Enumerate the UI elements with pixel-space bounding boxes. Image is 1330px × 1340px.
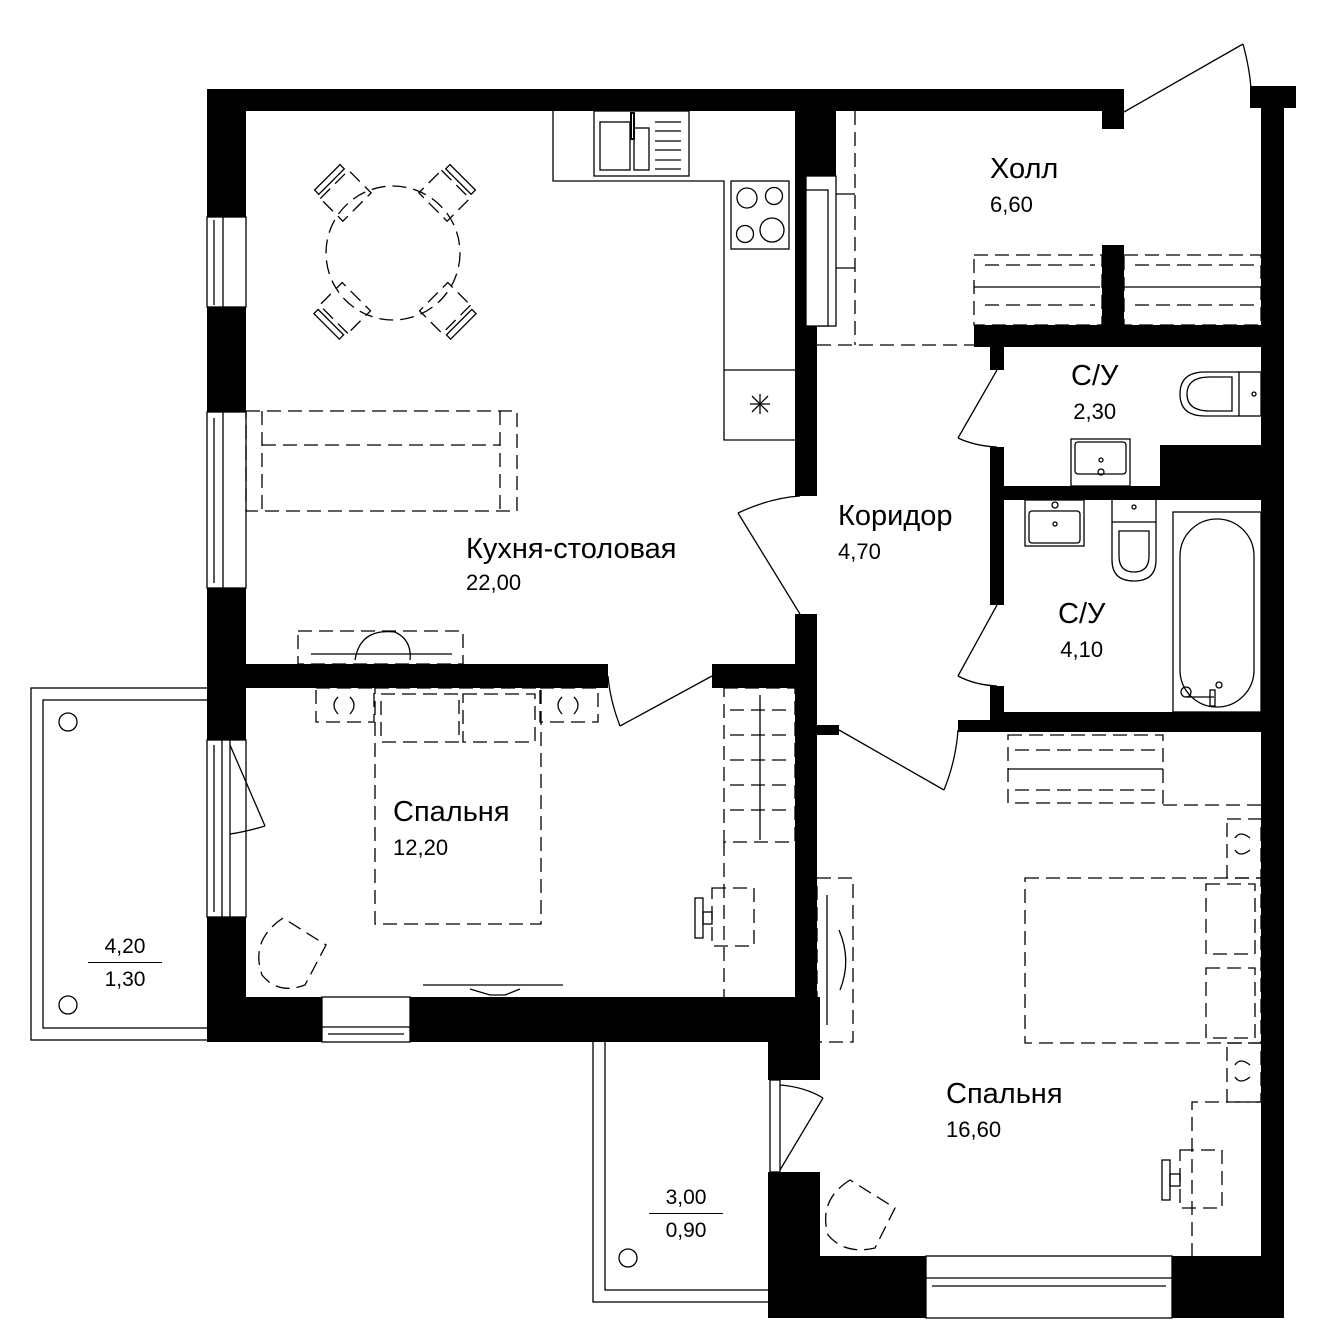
armchair-icon [824, 1179, 896, 1251]
room-corridor[interactable]: Коридор 4,70 [838, 502, 953, 563]
balcony-bottom[interactable] [592, 1039, 776, 1303]
column-icon [58, 995, 78, 1015]
column-icon [618, 1248, 638, 1268]
sofa-icon [245, 410, 518, 512]
chair-icon [313, 163, 373, 223]
window-icon [206, 216, 247, 308]
stove-icon [730, 180, 790, 250]
wardrobe-icon [1123, 254, 1262, 326]
room-name: Кухня-столовая [466, 533, 677, 565]
desk-icon [694, 842, 755, 997]
room-wc-small[interactable]: С/У 2,30 [1071, 362, 1118, 423]
toilet-icon [1179, 371, 1262, 417]
wardrobe-icon [723, 687, 796, 843]
balcony-area-total: 4,20 [88, 935, 162, 963]
room-name: С/У [1058, 598, 1106, 630]
room-name: Холл [990, 153, 1059, 185]
balcony-area-reduced: 1,30 [104, 968, 146, 991]
nightstand-icon [315, 687, 375, 723]
bed-icon [374, 687, 542, 925]
door-icon[interactable] [607, 675, 713, 727]
entrance-door-icon[interactable] [1123, 43, 1252, 113]
room-kitchen[interactable]: Кухня-столовая 22,00 [466, 535, 677, 594]
door-icon[interactable] [838, 729, 959, 791]
bathtub-icon [1172, 511, 1262, 713]
room-area: 4,70 [838, 539, 881, 564]
room-area: 16,60 [946, 1117, 1002, 1142]
window-icon [805, 175, 837, 327]
balcony-left-label: 4,20 1,30 [88, 935, 162, 992]
desk-icon [1161, 1101, 1261, 1256]
window-icon [206, 411, 247, 589]
door-icon[interactable] [957, 604, 998, 687]
window-icon [321, 996, 411, 1043]
bed-icon [1024, 877, 1262, 1044]
balcony-area-total: 3,00 [649, 1186, 723, 1214]
room-area: 12,20 [393, 835, 449, 860]
room-name: Спальня [393, 796, 510, 828]
tv-icon [423, 984, 563, 996]
armchair-icon [258, 917, 327, 989]
nightstand-icon [1226, 1042, 1262, 1103]
wardrobe-icon [1007, 734, 1261, 806]
balcony-bottom-label: 3,00 0,90 [649, 1186, 723, 1243]
room-area: 22,00 [466, 570, 522, 595]
door-icon[interactable] [737, 495, 801, 615]
vent-icon [750, 394, 770, 414]
door-icon[interactable] [769, 1079, 824, 1173]
room-area: 6,60 [990, 192, 1033, 217]
window-icon [925, 1255, 1173, 1319]
chair-icon [418, 281, 478, 341]
nightstand-icon [539, 687, 599, 723]
room-name: Спальня [946, 1078, 1063, 1110]
tv-icon [297, 630, 464, 665]
kitchen-counter [552, 111, 795, 441]
column-icon [58, 712, 78, 732]
chair-icon [417, 163, 477, 223]
tv-icon [816, 877, 854, 1043]
walls [207, 86, 1296, 1318]
room-hall[interactable]: Холл 6,60 [990, 155, 1058, 216]
room-name: Коридор [838, 500, 953, 532]
room-bedroom-large[interactable]: Спальня 16,60 [946, 1080, 1063, 1141]
washbasin-icon [1070, 438, 1131, 487]
room-name: С/У [1071, 360, 1119, 392]
washbasin-icon [1024, 499, 1085, 547]
room-area: 4,10 [1060, 637, 1104, 662]
nightstand-icon [1226, 818, 1262, 879]
room-area: 2,30 [1073, 399, 1117, 424]
room-wc-large[interactable]: С/У 4,10 [1058, 600, 1105, 661]
wardrobe-icon [973, 254, 1103, 326]
door-icon[interactable] [221, 739, 266, 918]
chair-icon [312, 281, 372, 341]
balcony-area-reduced: 0,90 [665, 1219, 707, 1242]
toilet-icon [1111, 500, 1157, 582]
hall-boundary [817, 111, 990, 346]
door-icon[interactable] [957, 369, 998, 448]
sink-icon [593, 110, 690, 177]
dining-table-icon [312, 163, 478, 341]
room-bedroom-small[interactable]: Спальня 12,20 [393, 798, 510, 859]
